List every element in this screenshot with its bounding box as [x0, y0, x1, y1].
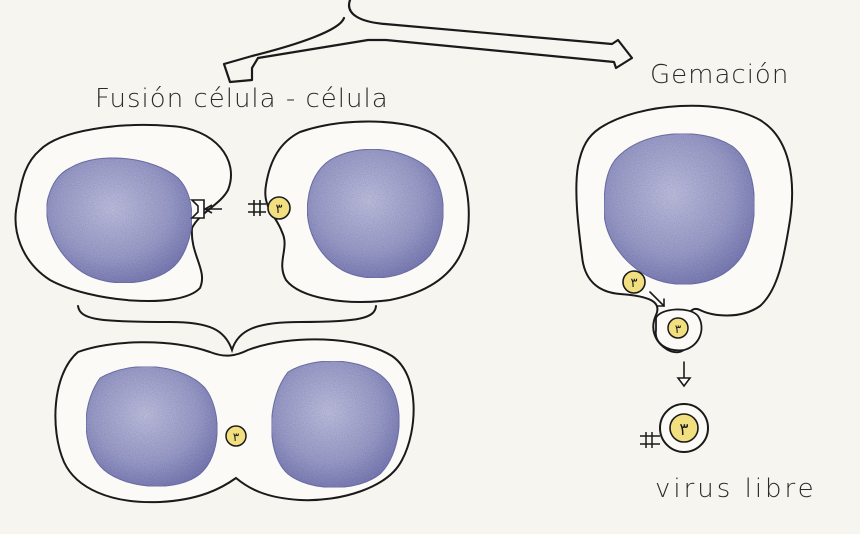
- virus-icon: ٣: [268, 197, 290, 219]
- label-gemacion: Gemación: [650, 60, 789, 90]
- virus-icon: ٣: [668, 318, 688, 338]
- cell-left-b: [265, 122, 468, 302]
- label-fusion: Fusión célula - célula: [95, 84, 389, 114]
- nucleus: [307, 149, 443, 278]
- branch-arrow: [224, 0, 632, 82]
- virus-glyph: ٣: [675, 322, 682, 336]
- fused-cell: [55, 339, 413, 502]
- virus-icon: ٣: [226, 426, 246, 446]
- virus-glyph: ٣: [679, 420, 688, 440]
- virus-icon: ٣: [623, 271, 645, 293]
- virus-glyph: ٣: [631, 276, 638, 291]
- glycoprotein-icon: [248, 200, 266, 216]
- nucleus: [86, 367, 217, 487]
- nucleus: [272, 361, 400, 487]
- budding-cell: [576, 106, 792, 352]
- label-virus-libre: virus libre: [655, 474, 817, 504]
- virus-glyph: ٣: [276, 202, 283, 217]
- arrow-down-icon: [678, 362, 690, 386]
- free-virus: ٣: [640, 404, 708, 452]
- glycoprotein-icon: [640, 432, 660, 448]
- virus-glyph: ٣: [233, 430, 240, 444]
